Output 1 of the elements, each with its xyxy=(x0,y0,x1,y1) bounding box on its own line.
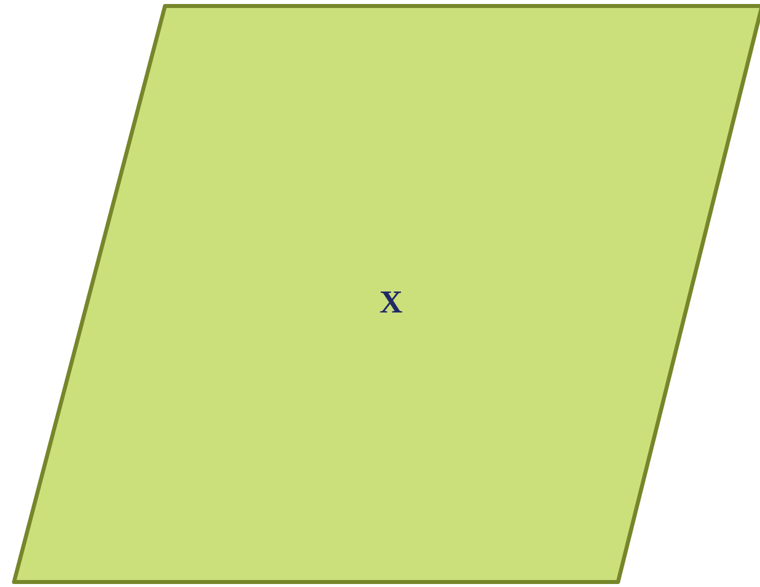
shape-label: X xyxy=(379,284,403,320)
